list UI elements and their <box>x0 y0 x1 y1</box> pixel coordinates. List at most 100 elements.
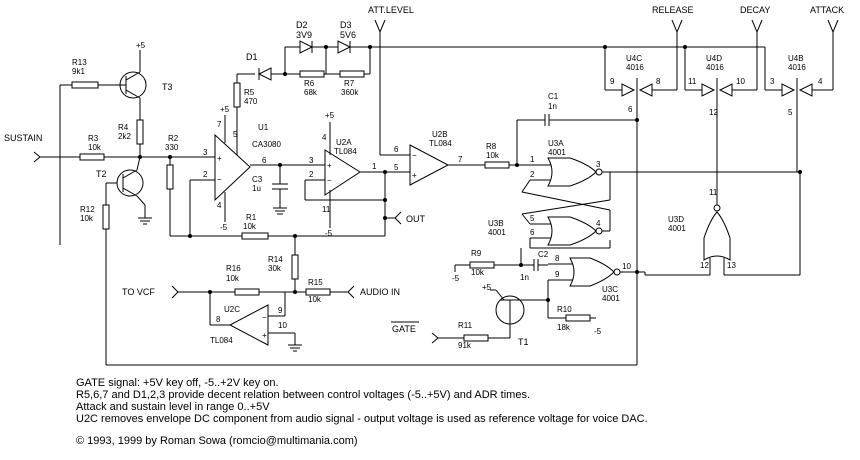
r4-name: R4 <box>118 123 129 132</box>
release-terminal <box>671 19 683 52</box>
u2a-plus: + <box>327 161 332 170</box>
u4d-pin10: 10 <box>736 77 745 86</box>
audio-in-label: AUDIO IN <box>360 287 400 297</box>
u1-pin2: 2 <box>203 170 208 179</box>
r8-name: R8 <box>486 142 497 151</box>
r5-value: 470 <box>244 97 258 106</box>
u1-pin5: 5 <box>233 130 238 139</box>
transistor-t1 <box>490 280 549 338</box>
switch-u4c <box>604 47 678 365</box>
u2c-name: U2C <box>224 305 240 314</box>
u3a-pin3: 3 <box>596 160 601 169</box>
decay-terminal <box>751 19 763 52</box>
r5-name: R5 <box>244 88 255 97</box>
resistor-r7 <box>336 47 371 78</box>
u4c-pin8: 8 <box>656 77 661 86</box>
u3c-pin10: 10 <box>622 262 631 271</box>
u2c-pin9: 9 <box>278 306 283 315</box>
switch-u4b <box>685 46 834 275</box>
u4b-pin5: 5 <box>788 108 793 117</box>
u2c-plus: + <box>262 331 267 340</box>
transistor-t3 <box>119 55 147 120</box>
sustain-label: SUSTAIN <box>4 133 42 143</box>
u1-pin7: 7 <box>217 120 222 129</box>
u4c-pin9: 9 <box>610 77 615 86</box>
r3-name: R3 <box>88 134 99 143</box>
release-label: RELEASE <box>652 5 694 15</box>
c2-name: C2 <box>538 250 549 259</box>
u2b-pin7: 7 <box>458 155 463 164</box>
u4c-type: 4016 <box>626 63 644 72</box>
copyright: © 1993, 1999 by Roman Sowa (romcio@multi… <box>76 435 358 447</box>
r10-name: R10 <box>557 305 572 314</box>
u3a-name: U3A <box>548 139 564 148</box>
t3-supply: +5 <box>136 41 146 50</box>
d2-value: 3V9 <box>296 30 312 40</box>
r2-name: R2 <box>168 134 179 143</box>
t1-supply: +5 <box>482 283 492 292</box>
resistor-r9 <box>454 261 521 272</box>
u1-name: U1 <box>258 123 269 132</box>
decay-label: DECAY <box>740 5 770 15</box>
r1-value: 10k <box>243 222 257 231</box>
u3c-type: 4001 <box>602 294 620 303</box>
u2b-pin5: 5 <box>394 163 399 172</box>
out-label: OUT <box>406 214 426 224</box>
u3c-name: U3C <box>602 285 618 294</box>
note-adr-times: R5,6,7 and D1,2,3 provide decent relatio… <box>76 389 530 401</box>
resistor-r1 <box>170 232 385 240</box>
t3-label: T3 <box>162 82 173 92</box>
ota-u1 <box>189 107 325 236</box>
u1-pin3: 3 <box>203 148 208 157</box>
u3a-type: 4001 <box>548 148 566 157</box>
u2a-pin1: 1 <box>372 162 377 171</box>
to-vcf-terminal <box>171 285 210 299</box>
r13-value: 9k1 <box>72 67 85 76</box>
u4b-pin3: 3 <box>770 77 775 86</box>
gate-label: GATE <box>392 324 416 334</box>
u3c-pin9: 9 <box>555 270 560 279</box>
u2b-type: TL084 <box>429 139 452 148</box>
u4b-pin4: 4 <box>818 77 823 86</box>
r16-name: R16 <box>226 264 241 273</box>
c1-name: C1 <box>548 92 559 101</box>
audio-in-terminal <box>330 285 355 299</box>
u3b-type: 4001 <box>488 228 506 237</box>
d3-value: 5V6 <box>340 30 356 40</box>
resistor-r5 <box>233 73 255 108</box>
u2c-pin8: 8 <box>216 315 221 324</box>
resistor-r10 <box>547 300 596 322</box>
att-level-terminal <box>374 19 386 155</box>
u3b-pin5: 5 <box>530 214 535 223</box>
u2a-pin3: 3 <box>309 156 314 165</box>
r7-name: R7 <box>344 79 355 88</box>
r11-name: R11 <box>458 321 473 330</box>
resistor-r11 <box>460 334 510 342</box>
r8-value: 10k <box>486 151 500 160</box>
u2a-minus: − <box>327 176 332 185</box>
u2b-minus: − <box>412 151 417 160</box>
u2b-name: U2B <box>432 130 448 139</box>
resistor-r3 <box>79 153 170 161</box>
d2-name: D2 <box>296 20 308 30</box>
opamp-u2c <box>209 292 302 352</box>
u3d-type: 4001 <box>668 224 686 233</box>
d3-name: D3 <box>340 20 352 30</box>
u3d-pin11: 11 <box>709 188 718 197</box>
resistor-r6 <box>285 47 336 78</box>
to-vcf-label: TO VCF <box>122 287 155 297</box>
resistor-r4 <box>136 119 144 157</box>
u2b-plus: + <box>412 171 417 180</box>
u3a-pin1: 1 <box>530 155 535 164</box>
u2a-type: TL084 <box>334 147 357 156</box>
note-attack-sustain: Attack and sustain level in range 0..+5V <box>76 401 270 413</box>
resistor-r2 <box>166 156 215 236</box>
u4d-name: U4D <box>706 54 722 63</box>
u4d-type: 4016 <box>706 63 724 72</box>
t1-label: T1 <box>518 337 529 347</box>
u2c-type: TL084 <box>210 336 233 345</box>
r1-name: R1 <box>246 213 257 222</box>
transistor-t2 <box>106 156 152 225</box>
sustain-terminal <box>33 151 80 163</box>
u1-pin6: 6 <box>262 156 267 165</box>
